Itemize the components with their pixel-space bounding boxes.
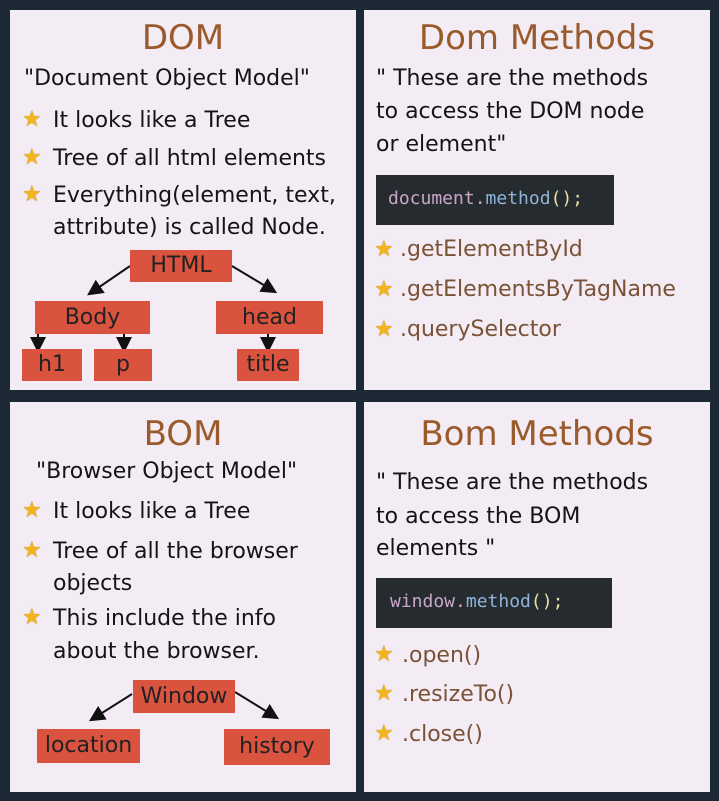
dom-methods-title: Dom Methods bbox=[418, 18, 656, 58]
dom-node-title: title bbox=[237, 349, 299, 381]
dom-code-snippet: document.method(); bbox=[376, 175, 614, 225]
dom-node-html: HTML bbox=[130, 250, 232, 282]
dom-title: DOM bbox=[141, 18, 225, 58]
bom-title: BOM bbox=[143, 414, 223, 454]
star-icon: ★ bbox=[22, 145, 42, 170]
code-object: document bbox=[388, 188, 475, 209]
dom-methods-desc-1: " These are the methods bbox=[376, 66, 649, 91]
dom-subtitle: "Document Object Model" bbox=[24, 66, 310, 91]
bom-bullet-1: It looks like a Tree bbox=[53, 499, 251, 524]
dom-method-1: .getElementById bbox=[400, 237, 583, 262]
dom-methods-panel: Dom Methods " These are the methods to a… bbox=[364, 10, 710, 390]
bom-methods-desc-3: elements " bbox=[376, 536, 496, 561]
bom-bullet-3-cont: about the browser. bbox=[53, 639, 260, 664]
dom-node-head: head bbox=[216, 301, 323, 334]
bom-node-history: history bbox=[224, 729, 330, 765]
bom-method-2: .resizeTo() bbox=[402, 682, 515, 707]
dom-node-h1: h1 bbox=[22, 349, 82, 381]
bom-node-location: location bbox=[37, 729, 140, 763]
dom-node-p: p bbox=[94, 349, 152, 381]
dom-methods-desc-3: or element" bbox=[376, 132, 507, 157]
star-icon: ★ bbox=[22, 498, 42, 523]
dom-method-3: .querySelector bbox=[400, 317, 561, 342]
bom-methods-panel: Bom Methods " These are the methods to a… bbox=[364, 402, 710, 792]
star-icon: ★ bbox=[374, 642, 394, 667]
bom-bullet-2-cont: objects bbox=[53, 571, 133, 596]
star-icon: ★ bbox=[374, 721, 394, 746]
star-icon: ★ bbox=[374, 681, 394, 706]
bom-methods-title: Bom Methods bbox=[420, 414, 654, 454]
bom-tree-arrows bbox=[88, 691, 280, 722]
code-dot: . bbox=[474, 188, 486, 209]
bom-subtitle: "Browser Object Model" bbox=[36, 459, 298, 484]
star-icon: ★ bbox=[22, 538, 42, 563]
code-method: method bbox=[485, 188, 551, 209]
bom-methods-desc-2: to access the BOM bbox=[376, 504, 581, 529]
bom-method-1: .open() bbox=[402, 643, 482, 668]
bom-panel: BOM "Browser Object Model" ★ It looks li… bbox=[10, 402, 356, 792]
bom-bullet-2: Tree of all the browser bbox=[53, 539, 298, 564]
star-icon: ★ bbox=[22, 182, 42, 207]
code-method: method bbox=[465, 591, 531, 612]
dom-node-body: Body bbox=[35, 301, 150, 334]
code-dot: . bbox=[455, 591, 466, 612]
bom-code-snippet: window.method(); bbox=[376, 578, 612, 628]
bom-bullet-3: This include the info bbox=[53, 606, 277, 631]
bom-node-window: Window bbox=[133, 680, 235, 713]
star-icon: ★ bbox=[22, 107, 42, 132]
dom-method-2: .getElementsByTagName bbox=[400, 277, 676, 302]
dom-panel: DOM "Document Object Model" ★ It looks l… bbox=[10, 10, 356, 390]
dom-tree-arrows bbox=[30, 265, 278, 353]
dom-bullet-3-cont: attribute) is called Node. bbox=[53, 215, 326, 240]
dom-methods-desc-2: to access the DOM node bbox=[376, 99, 645, 124]
star-icon: ★ bbox=[22, 605, 42, 630]
code-paren: (); bbox=[550, 188, 584, 209]
dom-bullet-1: It looks like a Tree bbox=[53, 108, 251, 133]
code-object: window bbox=[390, 591, 456, 612]
bom-method-3: .close() bbox=[402, 722, 483, 747]
code-paren: (); bbox=[530, 591, 564, 612]
dom-bullet-3: Everything(element, text, bbox=[53, 183, 336, 208]
star-icon: ★ bbox=[374, 317, 394, 342]
dom-bullet-2: Tree of all html elements bbox=[53, 146, 327, 171]
star-icon: ★ bbox=[374, 237, 394, 262]
bom-methods-desc-1: " These are the methods bbox=[376, 470, 649, 495]
star-icon: ★ bbox=[374, 277, 394, 302]
